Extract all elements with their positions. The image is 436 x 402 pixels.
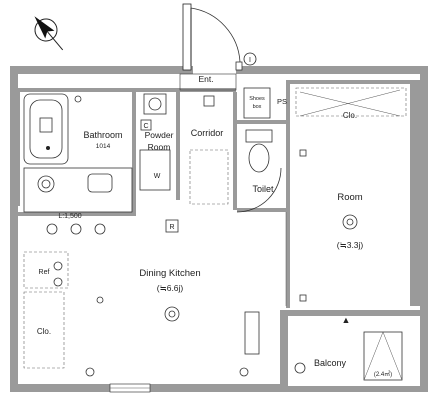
svg-text:Toilet: Toilet [252, 184, 274, 194]
compass-icon [34, 16, 64, 51]
svg-text:I: I [249, 57, 251, 64]
svg-text:C: C [143, 123, 148, 130]
svg-text:(≒3.3j): (≒3.3j) [337, 240, 364, 250]
svg-text:Balcony: Balcony [314, 358, 347, 368]
svg-text:(≒6.6j): (≒6.6j) [157, 283, 184, 293]
svg-text:Clo.: Clo. [37, 327, 51, 336]
svg-text:(2.4㎡): (2.4㎡) [374, 370, 392, 378]
powder-room: W Powder Room C [139, 93, 174, 191]
svg-text:Room: Room [148, 142, 171, 152]
kitchen-counter: L:1,500 [23, 167, 133, 235]
closet-left: Clo. [23, 291, 65, 369]
svg-text:▲: ▲ [342, 315, 351, 325]
svg-text:Shoes: Shoes [249, 96, 265, 102]
interior-walls [18, 80, 410, 308]
balcony: Balcony (2.4㎡) ▲ [294, 315, 403, 381]
svg-text:box: box [253, 104, 262, 110]
corridor: Corridor [189, 95, 229, 205]
svg-text:Room: Room [337, 192, 362, 203]
ps-label: PS [277, 97, 287, 106]
toilet: Toilet [236, 129, 282, 213]
bottom-window [109, 383, 151, 393]
room: Room (≒3.3j) [299, 149, 364, 302]
svg-text:Powder: Powder [145, 130, 174, 140]
svg-text:Corridor: Corridor [191, 128, 224, 138]
svg-text:Ref: Ref [39, 269, 50, 276]
svg-text:R: R [169, 224, 174, 231]
exterior-walls [10, 66, 428, 392]
svg-text:Dining Kitchen: Dining Kitchen [139, 268, 200, 279]
entrance-area: Ent. [179, 73, 237, 91]
svg-text:Bathroom: Bathroom [83, 130, 122, 140]
entrance-door [182, 3, 243, 71]
svg-text:Ent.: Ent. [198, 74, 213, 84]
refrigerator: Ref [23, 251, 69, 289]
entry-ref-marker: I [243, 52, 257, 66]
svg-text:1014: 1014 [96, 143, 111, 150]
dining-kitchen: Dining Kitchen (≒6.6j) R [85, 219, 260, 377]
closet-top: Clo. [295, 87, 407, 120]
bathroom: Bathroom 1014 [23, 93, 123, 165]
svg-text:W: W [154, 173, 161, 180]
svg-text:Clo.: Clo. [343, 111, 357, 120]
svg-text:L:1,500: L:1,500 [58, 213, 81, 220]
shoes-box: Shoes box [243, 87, 271, 119]
